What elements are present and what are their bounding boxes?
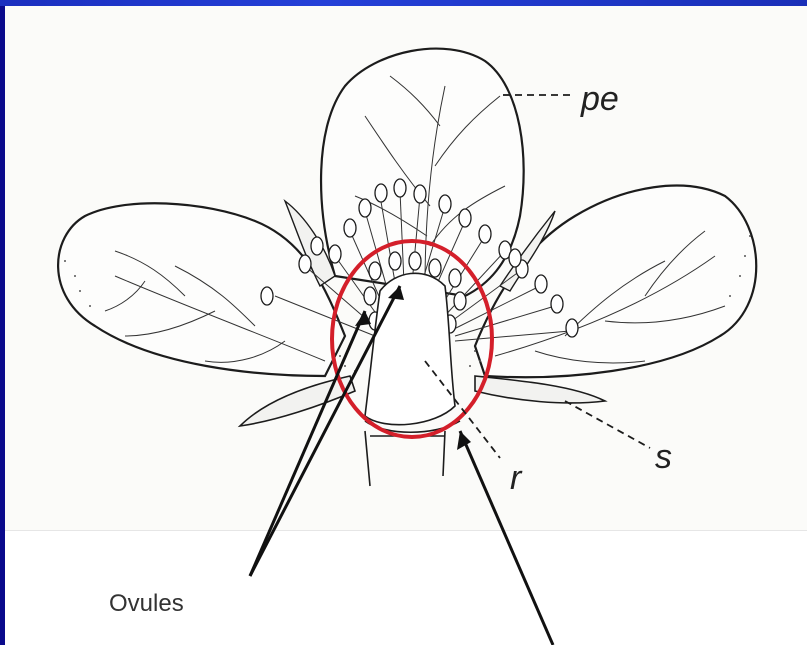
slide-canvas: pe s r Ovules bbox=[5, 6, 807, 645]
flower-stalk bbox=[365, 431, 445, 486]
label-ovules: Ovules bbox=[109, 590, 184, 618]
label-r: r bbox=[510, 459, 523, 497]
label-s: s bbox=[655, 438, 672, 476]
receptacle-cup bbox=[365, 273, 455, 424]
right-sepal bbox=[475, 376, 605, 403]
left-sepal bbox=[240, 376, 355, 426]
flower-diagram: pe s r bbox=[5, 6, 807, 645]
top-petal bbox=[321, 49, 524, 296]
label-pe: pe bbox=[580, 80, 619, 118]
